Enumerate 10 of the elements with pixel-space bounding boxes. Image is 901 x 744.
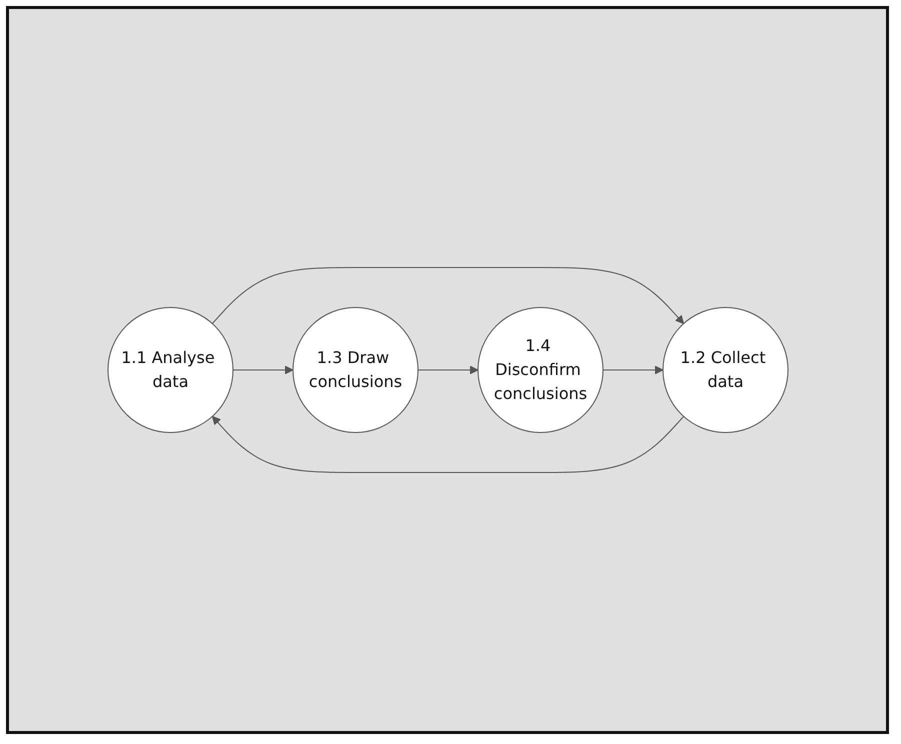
node-circle — [662, 307, 788, 433]
arrow — [602, 366, 663, 374]
node-circle — [292, 307, 418, 433]
arrow — [211, 416, 684, 473]
arrow — [417, 366, 478, 374]
arrow — [211, 267, 684, 324]
diagram-background: 1.1 Analyse data 1.2 Collect data 1.3 Draw conclusions 1.4 Disconfirm conclusions — [6, 6, 889, 734]
node-circle — [107, 307, 233, 433]
node-circle — [477, 307, 603, 433]
arrow — [232, 366, 293, 374]
